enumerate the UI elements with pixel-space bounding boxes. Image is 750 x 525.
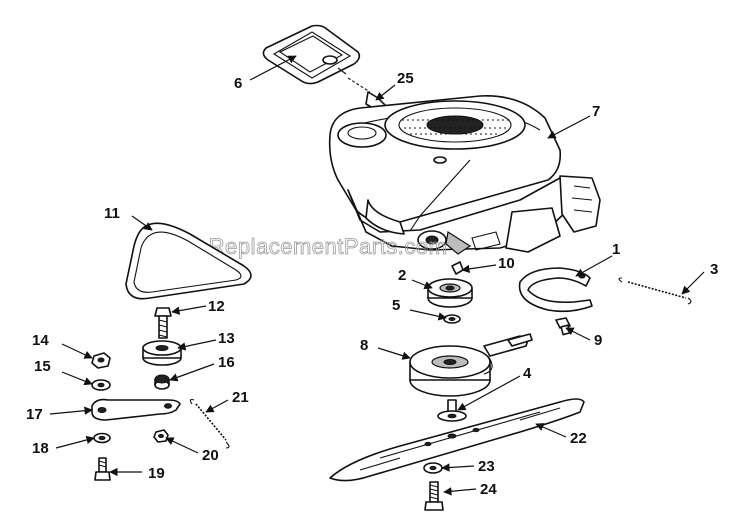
part-2-engine-pulley — [427, 278, 473, 308]
watermark-text: eReplacementParts.com — [196, 234, 447, 259]
leader-lines — [49, 55, 705, 496]
callout-7: 7 — [592, 103, 600, 120]
callout-11: 11 — [104, 205, 120, 222]
callout-4: 4 — [523, 365, 532, 382]
callout-23: 23 — [478, 458, 495, 475]
callout-labels: 1 2 3 4 5 6 7 8 9 10 11 12 13 14 15 16 1… — [26, 70, 718, 498]
callout-20: 20 — [202, 447, 219, 464]
part-20-nut — [153, 429, 169, 443]
part-3-spring — [618, 277, 692, 305]
part-16-spacer — [154, 374, 170, 390]
callout-6: 6 — [234, 75, 242, 92]
callout-2: 2 — [398, 267, 406, 284]
part-23-washer — [423, 462, 443, 474]
part-7-engine — [328, 95, 601, 255]
part-14-nut — [91, 352, 111, 369]
part-6-primer-cap — [262, 24, 361, 85]
callout-15: 15 — [34, 358, 51, 375]
callout-3: 3 — [710, 261, 718, 278]
part-24-blade-bolt — [424, 481, 444, 511]
callout-8: 8 — [360, 337, 368, 354]
callout-14: 14 — [32, 332, 49, 349]
callout-17: 17 — [26, 406, 43, 423]
part-15-washer — [91, 379, 111, 391]
part-22-blade — [329, 398, 585, 482]
callout-19: 19 — [148, 465, 165, 482]
part-21-spring — [189, 398, 230, 449]
callout-10: 10 — [498, 255, 515, 272]
part-19-bolt — [94, 457, 111, 481]
callout-5: 5 — [392, 297, 400, 314]
part-9-bolt — [555, 317, 571, 336]
part-10-key — [451, 261, 464, 275]
part-17-idler-arm — [91, 398, 181, 421]
part-13-idler-pulley — [142, 340, 182, 366]
part-4-blade-adapter — [437, 399, 467, 422]
part-11-v-belt — [125, 222, 252, 300]
callout-24: 24 — [480, 481, 497, 498]
callout-22: 22 — [570, 430, 587, 447]
callout-18: 18 — [32, 440, 49, 457]
callout-9: 9 — [594, 332, 602, 349]
part-5-washer — [443, 314, 461, 324]
callout-12: 12 — [208, 298, 225, 315]
callout-1: 1 — [612, 241, 620, 258]
callout-25: 25 — [397, 70, 414, 87]
part-8-blade-clutch — [409, 333, 533, 397]
part-1-belt-guard — [518, 267, 593, 313]
callout-21: 21 — [232, 389, 249, 406]
part-12-bolt — [154, 307, 172, 339]
callout-13: 13 — [218, 330, 235, 347]
callout-16: 16 — [218, 354, 235, 371]
part-18-washer — [93, 432, 111, 444]
